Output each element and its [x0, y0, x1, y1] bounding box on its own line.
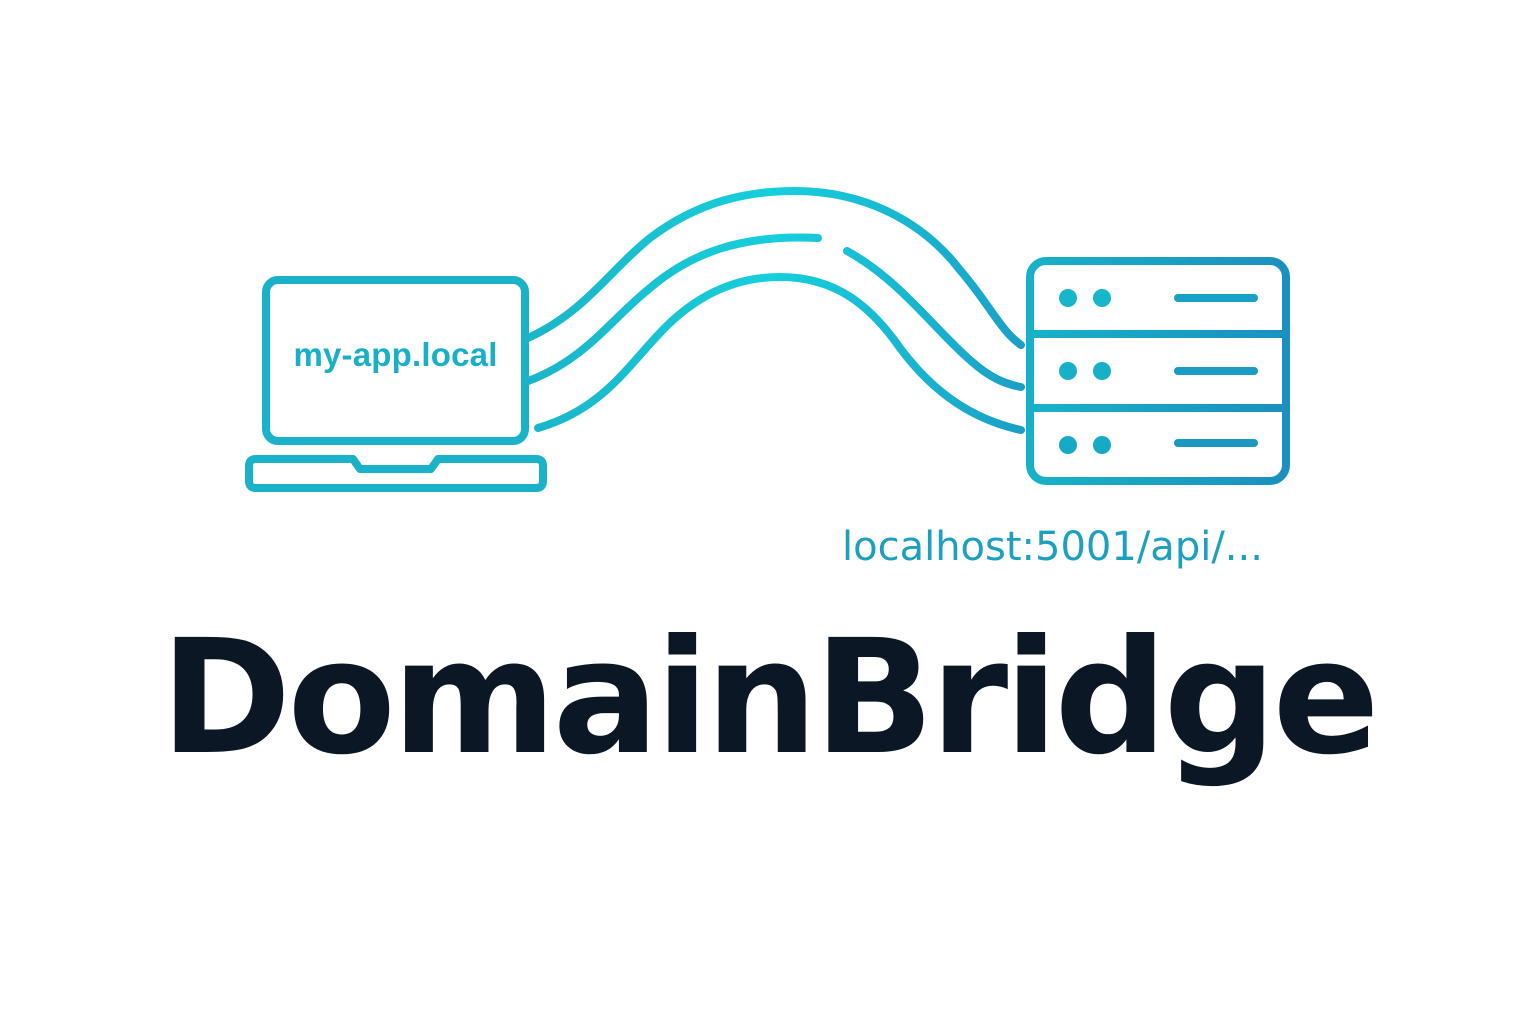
server-rack-icon	[1026, 257, 1290, 485]
server-unit-1	[1059, 289, 1258, 307]
server-url-label: localhost:5001/api/...	[842, 524, 1263, 570]
server-unit-2	[1059, 362, 1258, 380]
server-unit-3	[1059, 436, 1258, 454]
bridge-cables-icon	[524, 186, 1025, 434]
brand-wordmark: DomainBridge	[160, 606, 1379, 790]
laptop-icon	[245, 276, 547, 492]
laptop-domain-label: my-app.local	[293, 336, 498, 373]
